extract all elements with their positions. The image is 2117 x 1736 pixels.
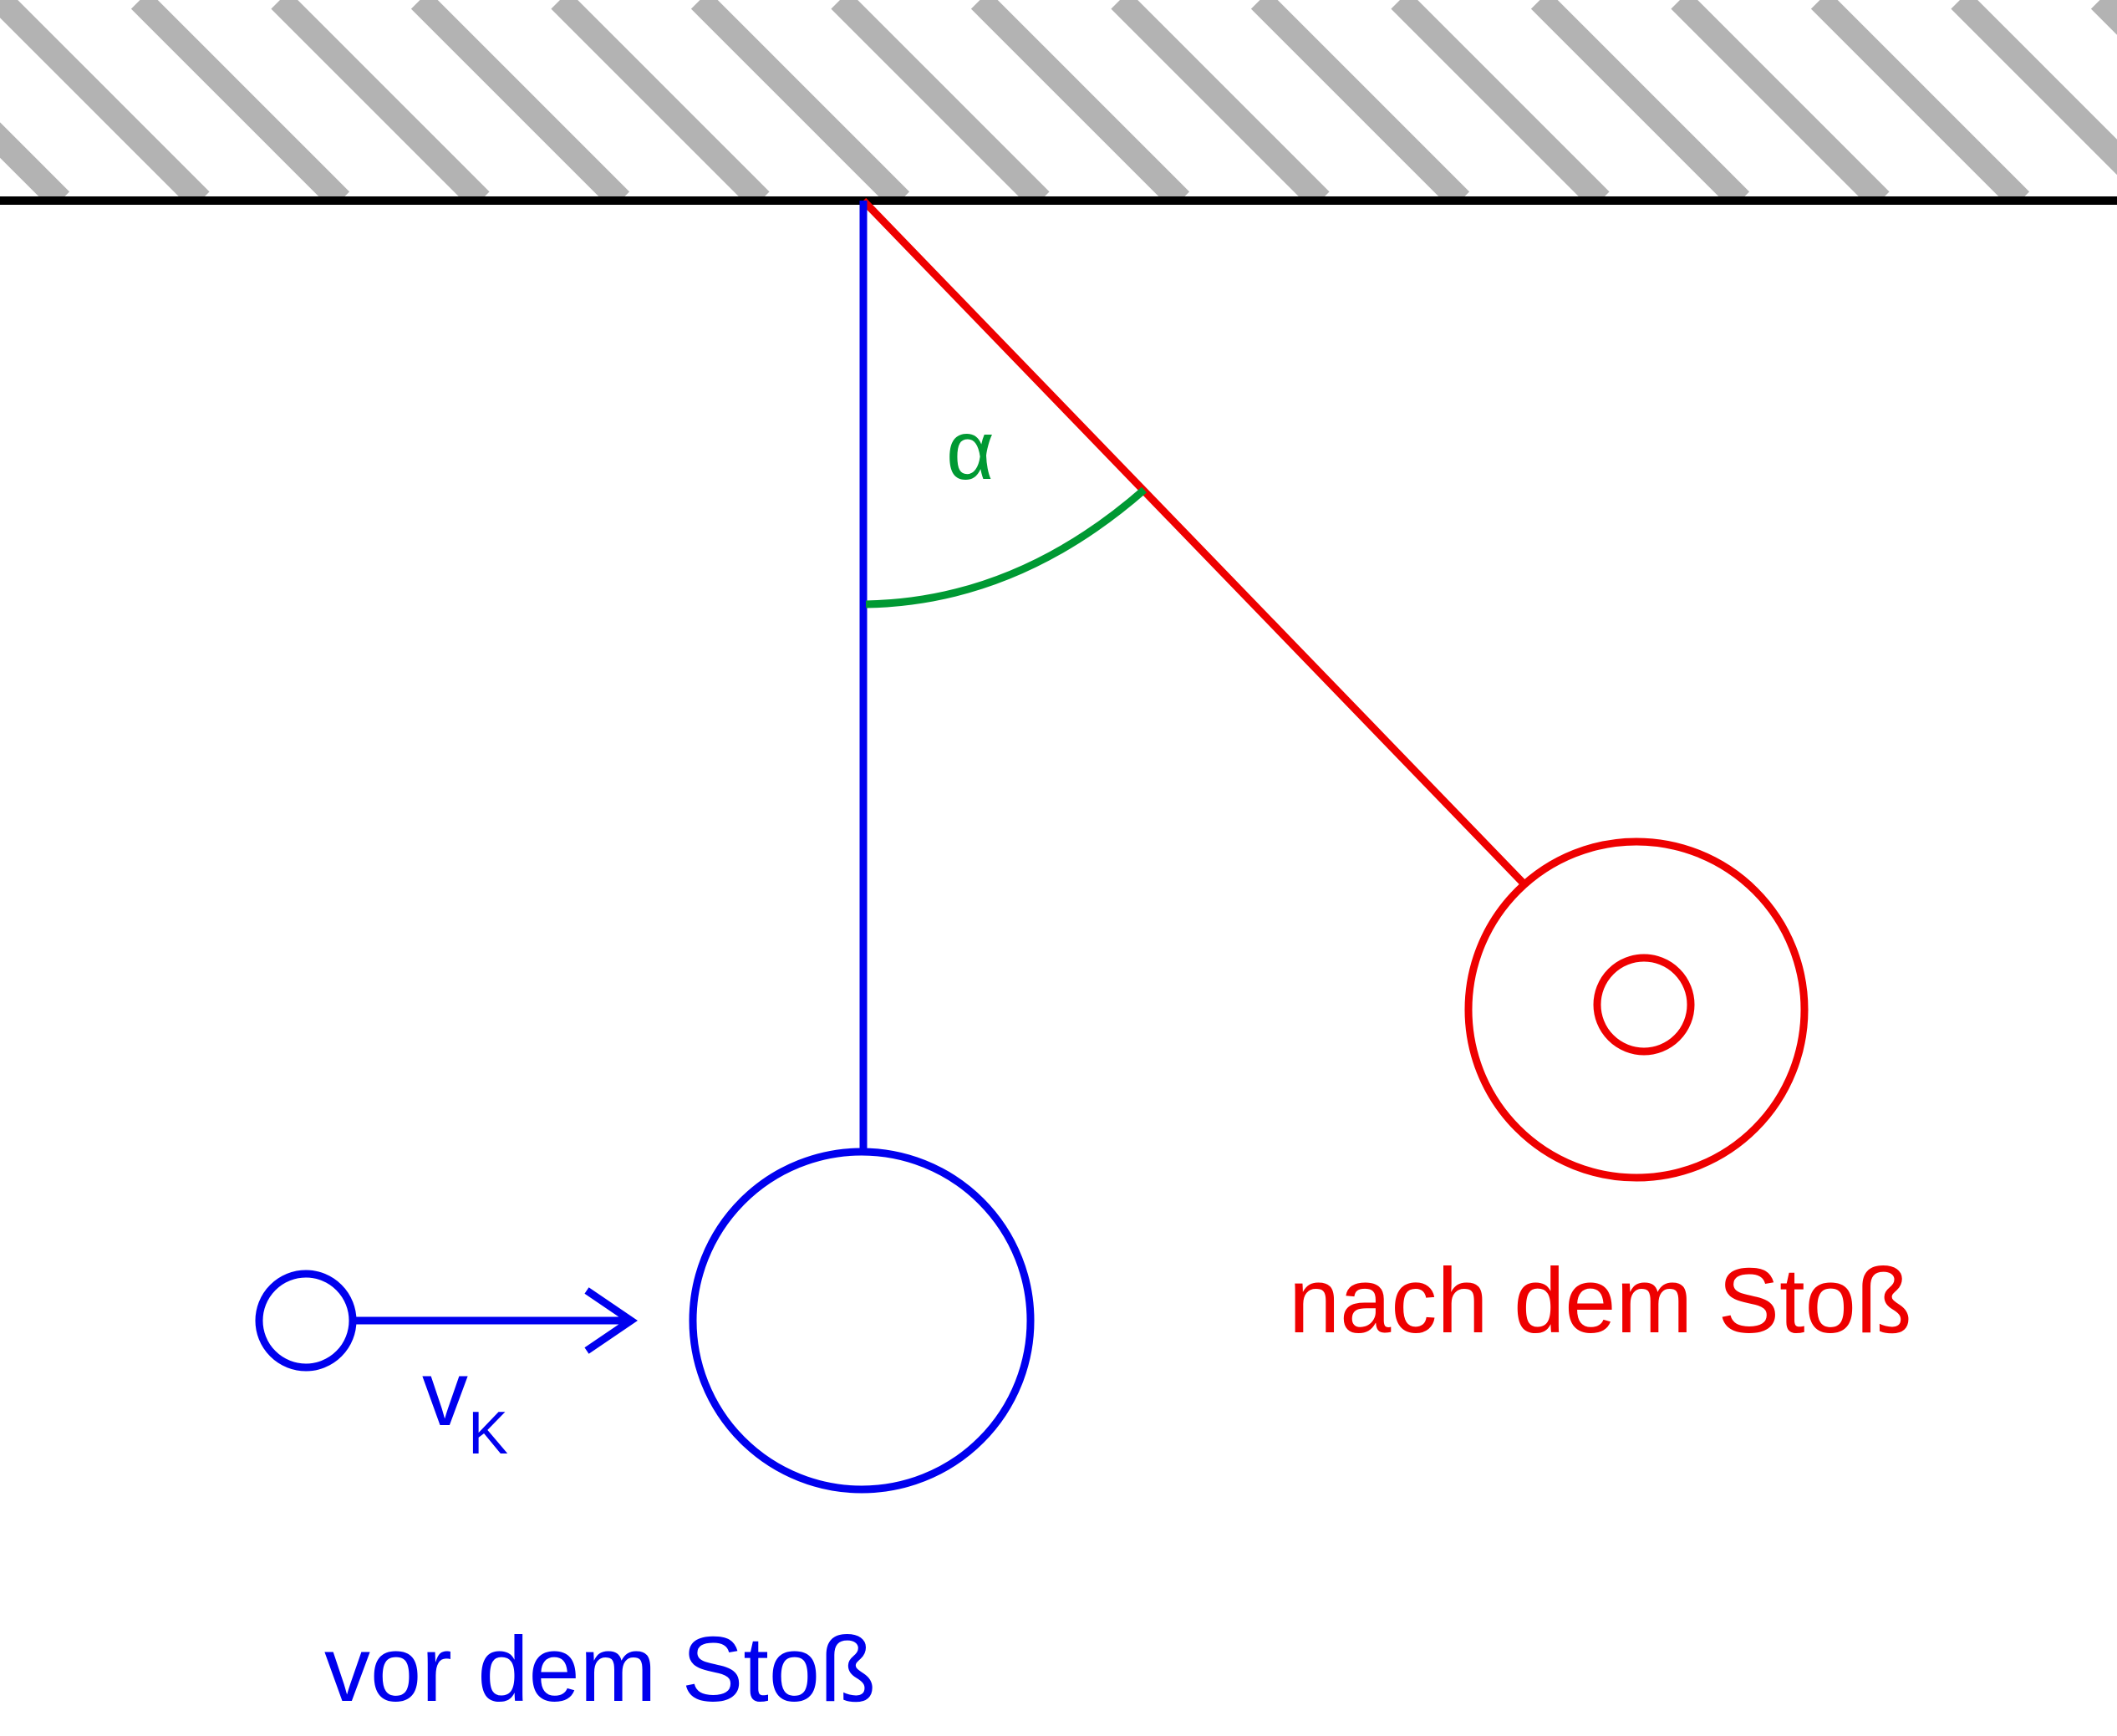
bullet bbox=[259, 1274, 353, 1367]
pendulum-block-after bbox=[1468, 842, 1804, 1178]
embedded-bullet bbox=[1597, 958, 1691, 1051]
before-collision-label: vor dem Stoß bbox=[324, 1618, 876, 1721]
pendulum-block-before bbox=[693, 1152, 1031, 1489]
velocity-symbol: v bbox=[422, 1342, 468, 1445]
pendulum-string-after bbox=[863, 201, 1524, 883]
velocity-subscript: K bbox=[468, 1400, 508, 1467]
ceiling-hatching bbox=[0, 0, 2117, 201]
angle-arc bbox=[866, 490, 1144, 604]
angle-label: α bbox=[946, 404, 995, 497]
velocity-label: vK bbox=[422, 1342, 508, 1467]
after-collision-label: nach dem Stoß bbox=[1289, 1250, 1912, 1352]
